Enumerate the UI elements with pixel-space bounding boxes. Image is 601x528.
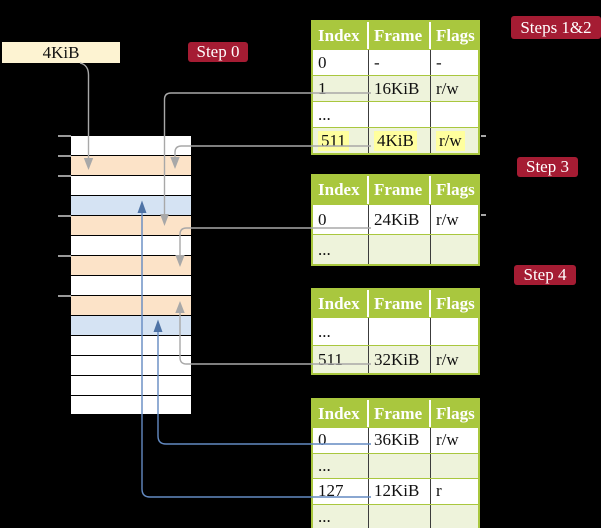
- table-row: 511 32KiB r/w: [313, 345, 478, 373]
- badge-step-4: Step 4: [514, 265, 576, 285]
- cell-index: ...: [318, 506, 331, 526]
- table-row: ...: [313, 452, 478, 478]
- frame-tick: [58, 155, 71, 157]
- cell-flags: r/w: [436, 78, 459, 98]
- memory-row-8: [71, 296, 191, 315]
- table-row: ...: [313, 234, 478, 264]
- header-flags: Flags: [436, 293, 475, 313]
- header-flags: Flags: [436, 25, 475, 45]
- cell-frame: 12KiB: [374, 481, 420, 501]
- table-row: 1 16KiB r/w: [313, 75, 478, 101]
- cell-index: ...: [318, 239, 331, 259]
- header-index: Index: [313, 176, 369, 204]
- badge-steps-1-2-label: Steps 1&2: [520, 17, 592, 37]
- memory-row-12: [71, 376, 191, 395]
- badge-step-3: Step 3: [517, 157, 578, 177]
- page-table-step-4: Index Frame Flags ... 511 32KiB r/w: [311, 288, 480, 375]
- cell-frame: 32KiB: [374, 349, 420, 369]
- table-header: Index Frame Flags: [313, 22, 478, 49]
- header-index: Index: [313, 400, 369, 427]
- root-frame-label: 4KiB: [42, 42, 80, 62]
- table-header: Index Frame Flags: [313, 290, 478, 317]
- memory-row-0: [71, 136, 191, 155]
- header-index: Index: [313, 22, 369, 49]
- table-row: 127 12KiB r: [313, 478, 478, 504]
- badge-step-0-label: Step 0: [196, 42, 240, 61]
- page-table-step-3: Index Frame Flags 0 24KiB r/w ...: [311, 174, 480, 266]
- memory-row-3: [71, 196, 191, 215]
- table-header: Index Frame Flags: [313, 176, 478, 204]
- memory-row-1: [71, 156, 191, 175]
- table-row: ...: [313, 101, 478, 127]
- table-header: Index Frame Flags: [313, 400, 478, 427]
- table-row: 0 36KiB r/w: [313, 427, 478, 453]
- badge-step-3-label: Step 3: [526, 157, 569, 176]
- cell-frame: 24KiB: [374, 209, 420, 229]
- frame-tick: [58, 175, 71, 177]
- memory-row-10: [71, 336, 191, 355]
- table-row: 0 24KiB r/w: [313, 204, 478, 234]
- memory-row-4: [71, 216, 191, 235]
- header-frame: Frame: [369, 400, 431, 427]
- cell-index: ...: [318, 455, 331, 475]
- frame-tick: [58, 255, 71, 257]
- physical-memory-column: [71, 136, 191, 415]
- cell-frame: 36KiB: [374, 430, 420, 450]
- frame-tick: [58, 295, 71, 297]
- cell-flags: -: [436, 52, 442, 72]
- header-frame: Frame: [369, 290, 431, 317]
- cell-index: 0: [318, 52, 327, 72]
- cell-frame: -: [374, 52, 380, 72]
- frame-tick: [58, 135, 71, 137]
- badge-step-4-label: Step 4: [523, 265, 567, 284]
- cell-frame: 16KiB: [374, 78, 420, 98]
- page-table-steps-1-2: Index Frame Flags 0 - - 1 16KiB r/w ... …: [311, 20, 480, 155]
- table-row: ...: [313, 503, 478, 528]
- cell-flags: r/w: [436, 349, 459, 369]
- memory-row-9: [71, 316, 191, 335]
- memory-row-2: [71, 176, 191, 195]
- badge-step-0: Step 0: [188, 42, 248, 62]
- table-row-highlighted: 511 4KiB r/w: [313, 127, 478, 153]
- header-frame: Frame: [369, 176, 431, 204]
- cell-flags: r/w: [436, 430, 459, 450]
- memory-row-11: [71, 356, 191, 375]
- cell-index: 0: [318, 209, 327, 229]
- cell-index: 1: [318, 78, 327, 98]
- frame-tick: [58, 215, 71, 217]
- root-frame-box: 4KiB: [2, 42, 120, 63]
- page-table-final: Index Frame Flags 0 36KiB r/w ... 127 12…: [311, 398, 480, 528]
- memory-row-13: [71, 396, 191, 414]
- badge-steps-1-2: Steps 1&2: [511, 16, 601, 39]
- cell-flags: r: [436, 481, 442, 501]
- table-row: 0 - -: [313, 49, 478, 75]
- cell-index: 511: [318, 130, 349, 151]
- header-frame: Frame: [369, 22, 431, 49]
- table-row: ...: [313, 317, 478, 345]
- cell-index: ...: [318, 321, 331, 341]
- header-index: Index: [313, 290, 369, 317]
- memory-row-7: [71, 276, 191, 295]
- header-flags: Flags: [436, 180, 475, 199]
- cell-index: ...: [318, 104, 331, 124]
- header-flags: Flags: [436, 403, 475, 423]
- cell-flags: r/w: [436, 209, 459, 229]
- cell-index: 127: [318, 481, 344, 501]
- cell-index: 0: [318, 430, 327, 450]
- cell-frame: 4KiB: [374, 130, 417, 151]
- cell-flags: r/w: [436, 130, 465, 151]
- memory-row-6: [71, 256, 191, 275]
- cell-index: 511: [318, 349, 343, 369]
- memory-row-5: [71, 236, 191, 255]
